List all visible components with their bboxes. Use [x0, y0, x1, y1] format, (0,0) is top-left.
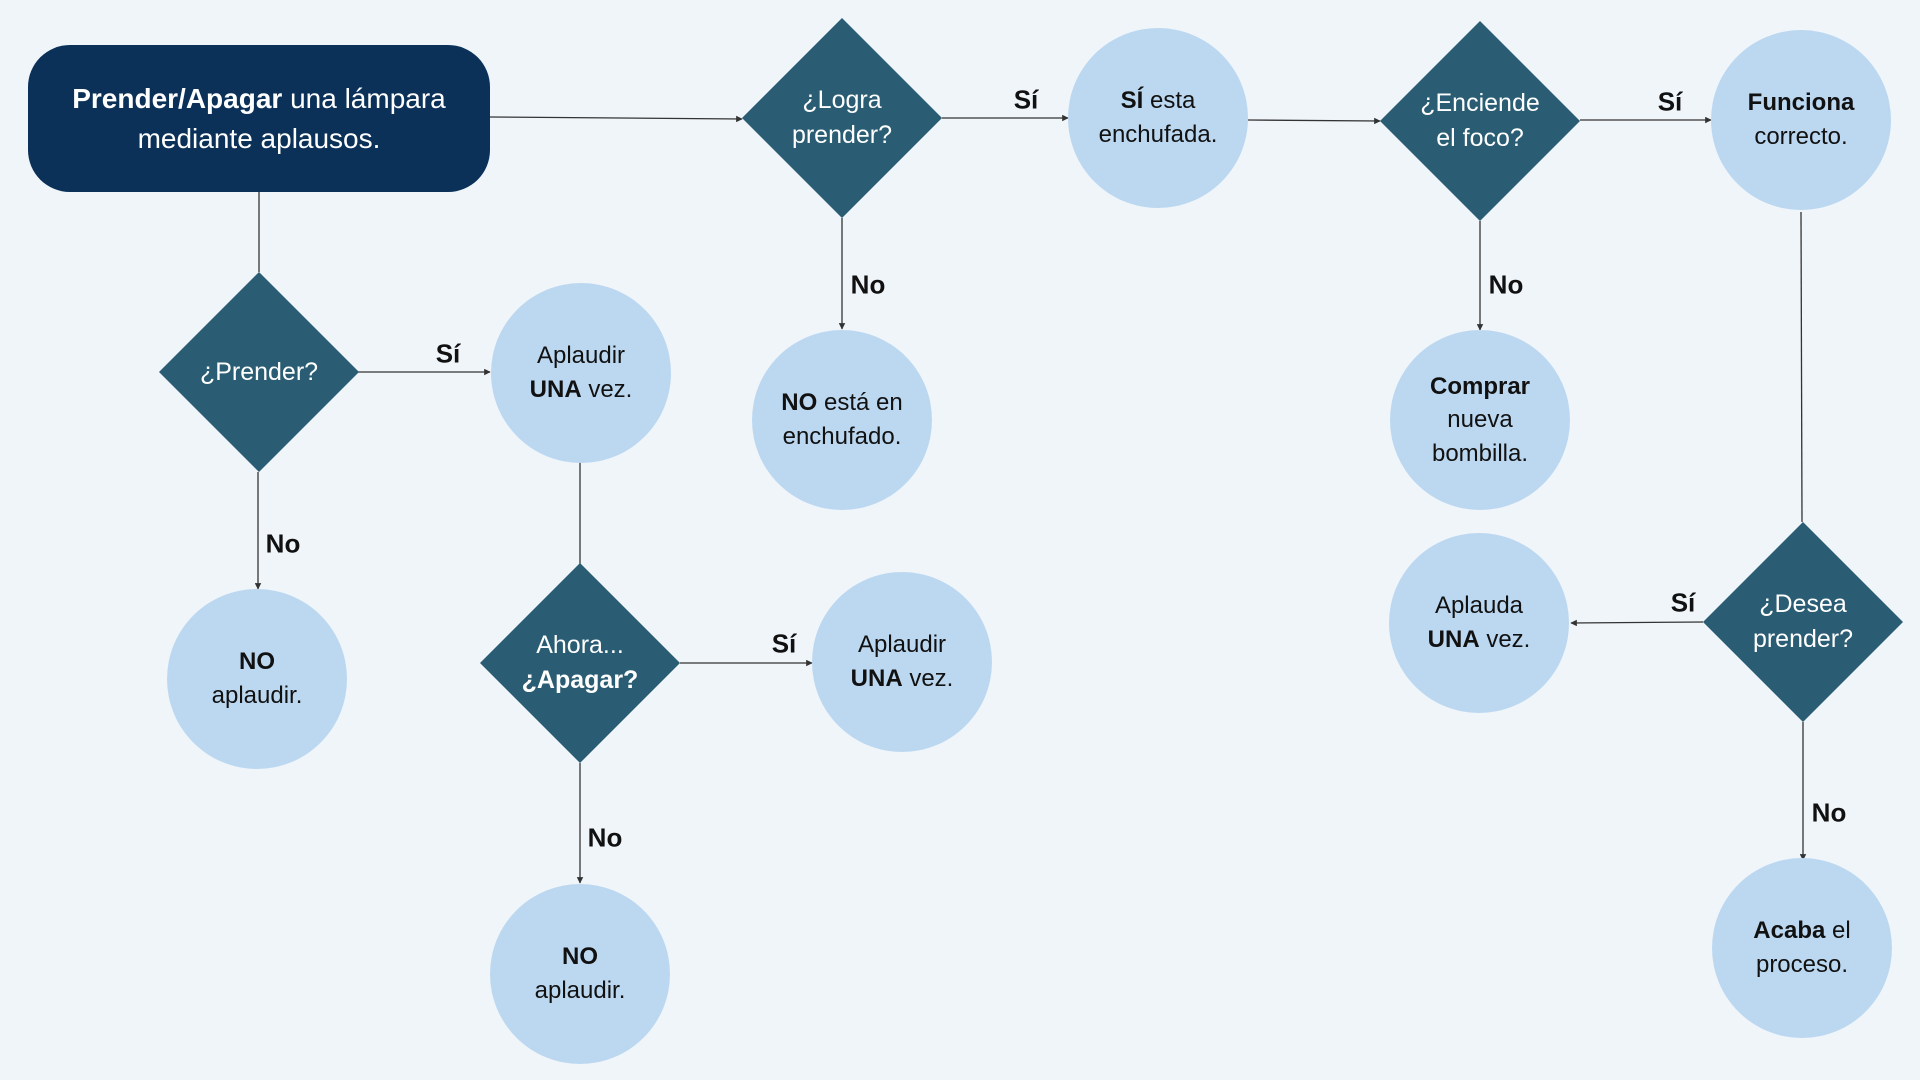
edge-label-apagar-yes: Sí [771, 628, 797, 659]
connector-start-to-logra [489, 115, 743, 123]
start-rest: una lámpara [282, 83, 446, 115]
outcome-no-aplaudir-2-line-2: aplaudir. [534, 977, 626, 1004]
edge-label-desea-yes: Sí [1670, 587, 1696, 618]
outcome-no-aplaudir-2-bold: NO [562, 943, 598, 971]
outcome-si-enchufada-bold: SÍ [1120, 87, 1144, 115]
outcome-no-aplaudir-1: NO aplaudir. [167, 589, 347, 769]
outcome-no-aplaudir-1-line-1: NO [239, 645, 275, 679]
decision-diamond-enciende [1380, 21, 1580, 221]
outcome-acaba-line-2: proceso. [1755, 951, 1849, 978]
decision-logra-line-1: ¿Logra [802, 86, 882, 114]
decision-desea: ¿Desea prender? [1703, 522, 1903, 722]
outcome-si-enchufada-line-1: SÍ esta [1121, 84, 1196, 118]
decision-enciende-line-1: ¿Enciende [1420, 89, 1540, 117]
decision-logra-line-2: prender? [791, 121, 893, 149]
outcome-aplaudir-una-1: Aplaudir UNA vez. [491, 283, 671, 463]
outcome-funciona: Funciona correcto. [1711, 30, 1891, 210]
outcome-acaba-bold: Acaba [1753, 917, 1826, 945]
outcome-aplaudir-una-1-line-1: Aplaudir [536, 342, 626, 370]
connector-enchufada-to-enciende [1247, 117, 1381, 125]
edge-label-logra-no: No [850, 269, 886, 300]
outcome-no-enchufado: NO está en enchufado. [752, 330, 932, 510]
edge-label-enciende-no: No [1488, 269, 1524, 300]
decision-prender-text: ¿Prender? [199, 357, 319, 386]
decision-apagar-line-2: ¿Apagar? [522, 663, 639, 698]
outcome-comprar-line-2: nueva [1447, 406, 1513, 434]
start-line-2: mediante aplausos. [137, 122, 381, 154]
outcome-aplauda-una-bold: UNA [1427, 626, 1480, 653]
outcome-no-aplaudir-2-line-1: NO [562, 940, 598, 974]
outcome-si-enchufada: SÍ esta enchufada. [1068, 28, 1248, 208]
decision-enciende: ¿Enciende el foco? [1380, 21, 1580, 221]
decision-desea-line-1: ¿Desea [1759, 590, 1847, 618]
outcome-comprar-line-1: Comprar [1430, 370, 1530, 404]
edge-label-desea-no: No [1811, 797, 1847, 828]
outcome-aplaudir-una-1-bold: UNA [529, 376, 582, 403]
outcome-aplauda-una-line-2: UNA vez. [1428, 623, 1531, 657]
outcome-funciona-bold: Funciona [1747, 89, 1855, 117]
outcome-no-enchufado-bold: NO [781, 389, 818, 417]
connector-desea-yes [1570, 619, 1704, 627]
decision-enciende-line-2: el foco? [1436, 124, 1524, 152]
outcome-comprar-line-3: bombilla. [1431, 439, 1529, 467]
start-node: Prender/Apagar una lámpara mediante apla… [28, 45, 490, 192]
outcome-aplaudir-una-2: Aplaudir UNA vez. [812, 572, 992, 752]
decision-apagar: Ahora... ¿Apagar? [480, 563, 680, 763]
decision-prender: ¿Prender? [159, 272, 359, 472]
connector-funciona-to-desea [1800, 211, 1803, 523]
outcome-aplaudir-una-2-rest: vez. [902, 665, 954, 692]
outcome-aplaudir-una-1-rest: vez. [581, 376, 633, 403]
outcome-no-enchufado-line-2: enchufado. [782, 423, 902, 450]
decision-apagar-bold: ¿Apagar? [521, 666, 639, 694]
outcome-no-aplaudir-1-bold: NO [239, 648, 275, 676]
outcome-acaba-proceso: Acaba el proceso. [1712, 858, 1892, 1038]
decision-diamond-prender [159, 272, 359, 472]
start-bold: Prender/Apagar [72, 83, 283, 115]
edge-label-prender-yes: Sí [435, 338, 461, 369]
outcome-aplauda-una: Aplauda UNA vez. [1389, 533, 1569, 713]
outcome-comprar-bombilla: Comprar nueva bombilla. [1390, 330, 1570, 510]
outcome-no-enchufado-rest: está en [817, 389, 903, 417]
outcome-no-enchufado-line-1: NO está en [781, 386, 902, 420]
edge-label-enciende-yes: Sí [1657, 86, 1683, 117]
outcome-no-aplaudir-1-line-2: aplaudir. [211, 682, 303, 709]
outcome-no-aplaudir-2: NO aplaudir. [490, 884, 670, 1064]
outcome-aplauda-una-rest: vez. [1479, 626, 1531, 653]
decision-logra: ¿Logra prender? [742, 18, 942, 218]
edge-label-apagar-no: No [587, 822, 623, 853]
decision-diamond-desea [1703, 522, 1903, 722]
decision-diamond-apagar [480, 563, 680, 763]
outcome-funciona-line-1: Funciona [1748, 86, 1855, 120]
outcome-aplaudir-una-2-line-2: UNA vez. [851, 662, 954, 696]
outcome-aplaudir-una-2-line-1: Aplaudir [857, 631, 947, 659]
edge-label-logra-yes: Sí [1013, 84, 1039, 115]
edge-label-prender-no: No [265, 528, 301, 559]
outcome-aplaudir-una-1-line-2: UNA vez. [530, 373, 633, 407]
outcome-acaba-line-1: Acaba el [1753, 914, 1850, 948]
outcome-si-enchufada-rest: esta [1143, 87, 1196, 115]
outcome-acaba-rest: el [1825, 917, 1851, 945]
start-line-1: Prender/Apagar una lámpara [72, 79, 446, 118]
decision-diamond-logra [742, 18, 942, 218]
decision-desea-line-2: prender? [1752, 625, 1854, 653]
outcome-si-enchufada-line-2: enchufada. [1098, 121, 1218, 148]
outcome-comprar-bold: Comprar [1429, 372, 1531, 400]
outcome-aplaudir-una-2-bold: UNA [850, 665, 903, 692]
outcome-funciona-line-2: correcto. [1754, 123, 1848, 150]
decision-apagar-line-1: Ahora... [536, 631, 624, 659]
outcome-aplauda-una-line-1: Aplauda [1434, 592, 1524, 620]
